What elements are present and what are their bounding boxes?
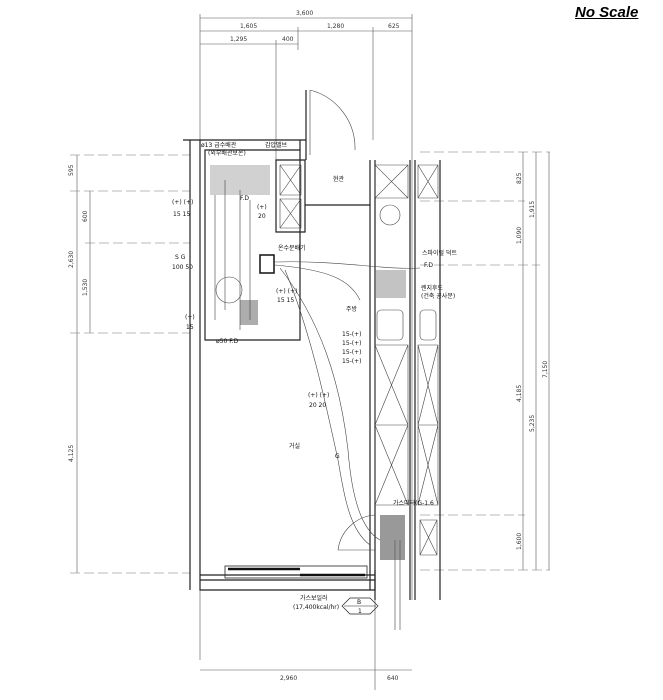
pipe-mark: (+) <box>257 204 267 211</box>
dim-2960: 2,960 <box>280 675 297 682</box>
pipe-mark: 15-(+) <box>342 358 362 365</box>
boiler-tag-top: B <box>357 599 361 606</box>
distributor-box <box>259 254 275 274</box>
pressure-valve-label: 감압밸브 <box>265 141 288 149</box>
dim-1600: 1,600 <box>516 533 523 550</box>
toilet <box>215 276 243 304</box>
utility-door <box>337 514 376 551</box>
bathroom-fixtures <box>210 165 275 330</box>
boiler-tag: B 1 <box>341 597 379 615</box>
range-hood-label: 렌지후드 <box>421 284 444 292</box>
room-entrance: 현관 <box>333 175 345 183</box>
window <box>224 565 368 579</box>
entrance-door <box>309 89 356 155</box>
drain-label: ø50 F.D <box>216 338 239 345</box>
pipe-mark: (+) (+) <box>308 392 329 399</box>
dim-1090: 1,090 <box>516 227 523 244</box>
dim-625: 625 <box>388 23 400 30</box>
pipe-mark: 15-(+) <box>342 331 362 338</box>
right-dimensions: 825 1,090 4,185 1,600 1,915 5,235 7,150 <box>420 151 550 571</box>
gas-line-label: G <box>335 453 340 460</box>
dim-3600: 3,600 <box>296 10 313 17</box>
dim-640: 640 <box>387 675 399 682</box>
boiler-capacity: (17,400kcal/hr) <box>293 604 339 611</box>
boiler-label: 가스보일러 <box>300 594 328 602</box>
range-hood-sub: (건축 공사분) <box>421 292 455 300</box>
pipe-marks: (+) (+) 15 15 S G 100 50 (+) 15 (+) 20 (… <box>172 199 362 409</box>
pipe-mark: 15 15 <box>277 297 294 304</box>
distributor-label: 온수분배기 <box>278 244 306 252</box>
pipe-mark: (+) <box>185 314 195 321</box>
dim-600: 600 <box>82 210 89 222</box>
dim-2630: 2,630 <box>68 251 75 268</box>
room-kitchen: 주방 <box>346 305 358 313</box>
pipe-mark: 15-(+) <box>342 349 362 356</box>
pipe-mark: (+) (+) <box>172 199 193 206</box>
dim-4185: 4,185 <box>516 385 523 402</box>
pipe-mark: 15-(+) <box>342 340 362 347</box>
gas-meter-label: 가스미터(G-1.6 <box>393 499 434 507</box>
dim-5235: 5,235 <box>529 415 536 432</box>
dim-1605: 1,605 <box>240 23 257 30</box>
pipe-mark: 15 <box>186 324 194 331</box>
bath-fd-label: F.D <box>240 195 249 202</box>
dim-595: 595 <box>68 164 75 176</box>
pipe-mark: 20 20 <box>309 402 326 409</box>
dim-1530: 1,530 <box>82 279 89 296</box>
no-scale-note: No Scale <box>575 4 639 21</box>
kitchen-fd-label: F.D <box>424 262 433 269</box>
dim-1280: 1,280 <box>327 23 344 30</box>
water-pipe-sub: (외부배관보온) <box>208 149 246 157</box>
dim-1295: 1,295 <box>230 36 247 43</box>
boiler-tag-bottom: 1 <box>358 608 362 615</box>
pipe-mark: S G <box>175 254 186 261</box>
pipe-mark: (+) (+) <box>276 288 297 295</box>
kitchen-sink <box>376 309 404 341</box>
spiral-duct-label: 스파이럴 덕트 <box>422 249 458 257</box>
left-dimensions: 595 2,630 4,125 600 1,530 <box>68 154 190 574</box>
kitchen-cabinets <box>374 164 439 556</box>
room-living: 거실 <box>289 442 300 450</box>
bottom-dimensions: 2,960 640 <box>200 600 412 690</box>
dim-4125: 4,125 <box>68 445 75 462</box>
heating-pipes <box>274 261 421 630</box>
dim-825: 825 <box>516 172 523 184</box>
walls <box>183 90 441 600</box>
water-pipe-label: ø13 급수배관 <box>201 141 237 149</box>
dim-400: 400 <box>282 36 294 43</box>
pipe-mark: 15 15 <box>173 211 190 218</box>
pipe-mark: 100 50 <box>172 264 193 271</box>
dim-7150: 7,150 <box>542 361 549 378</box>
gas-boiler <box>380 515 405 560</box>
pipe-mark: 20 <box>258 213 266 220</box>
dim-1915: 1,915 <box>529 201 536 218</box>
